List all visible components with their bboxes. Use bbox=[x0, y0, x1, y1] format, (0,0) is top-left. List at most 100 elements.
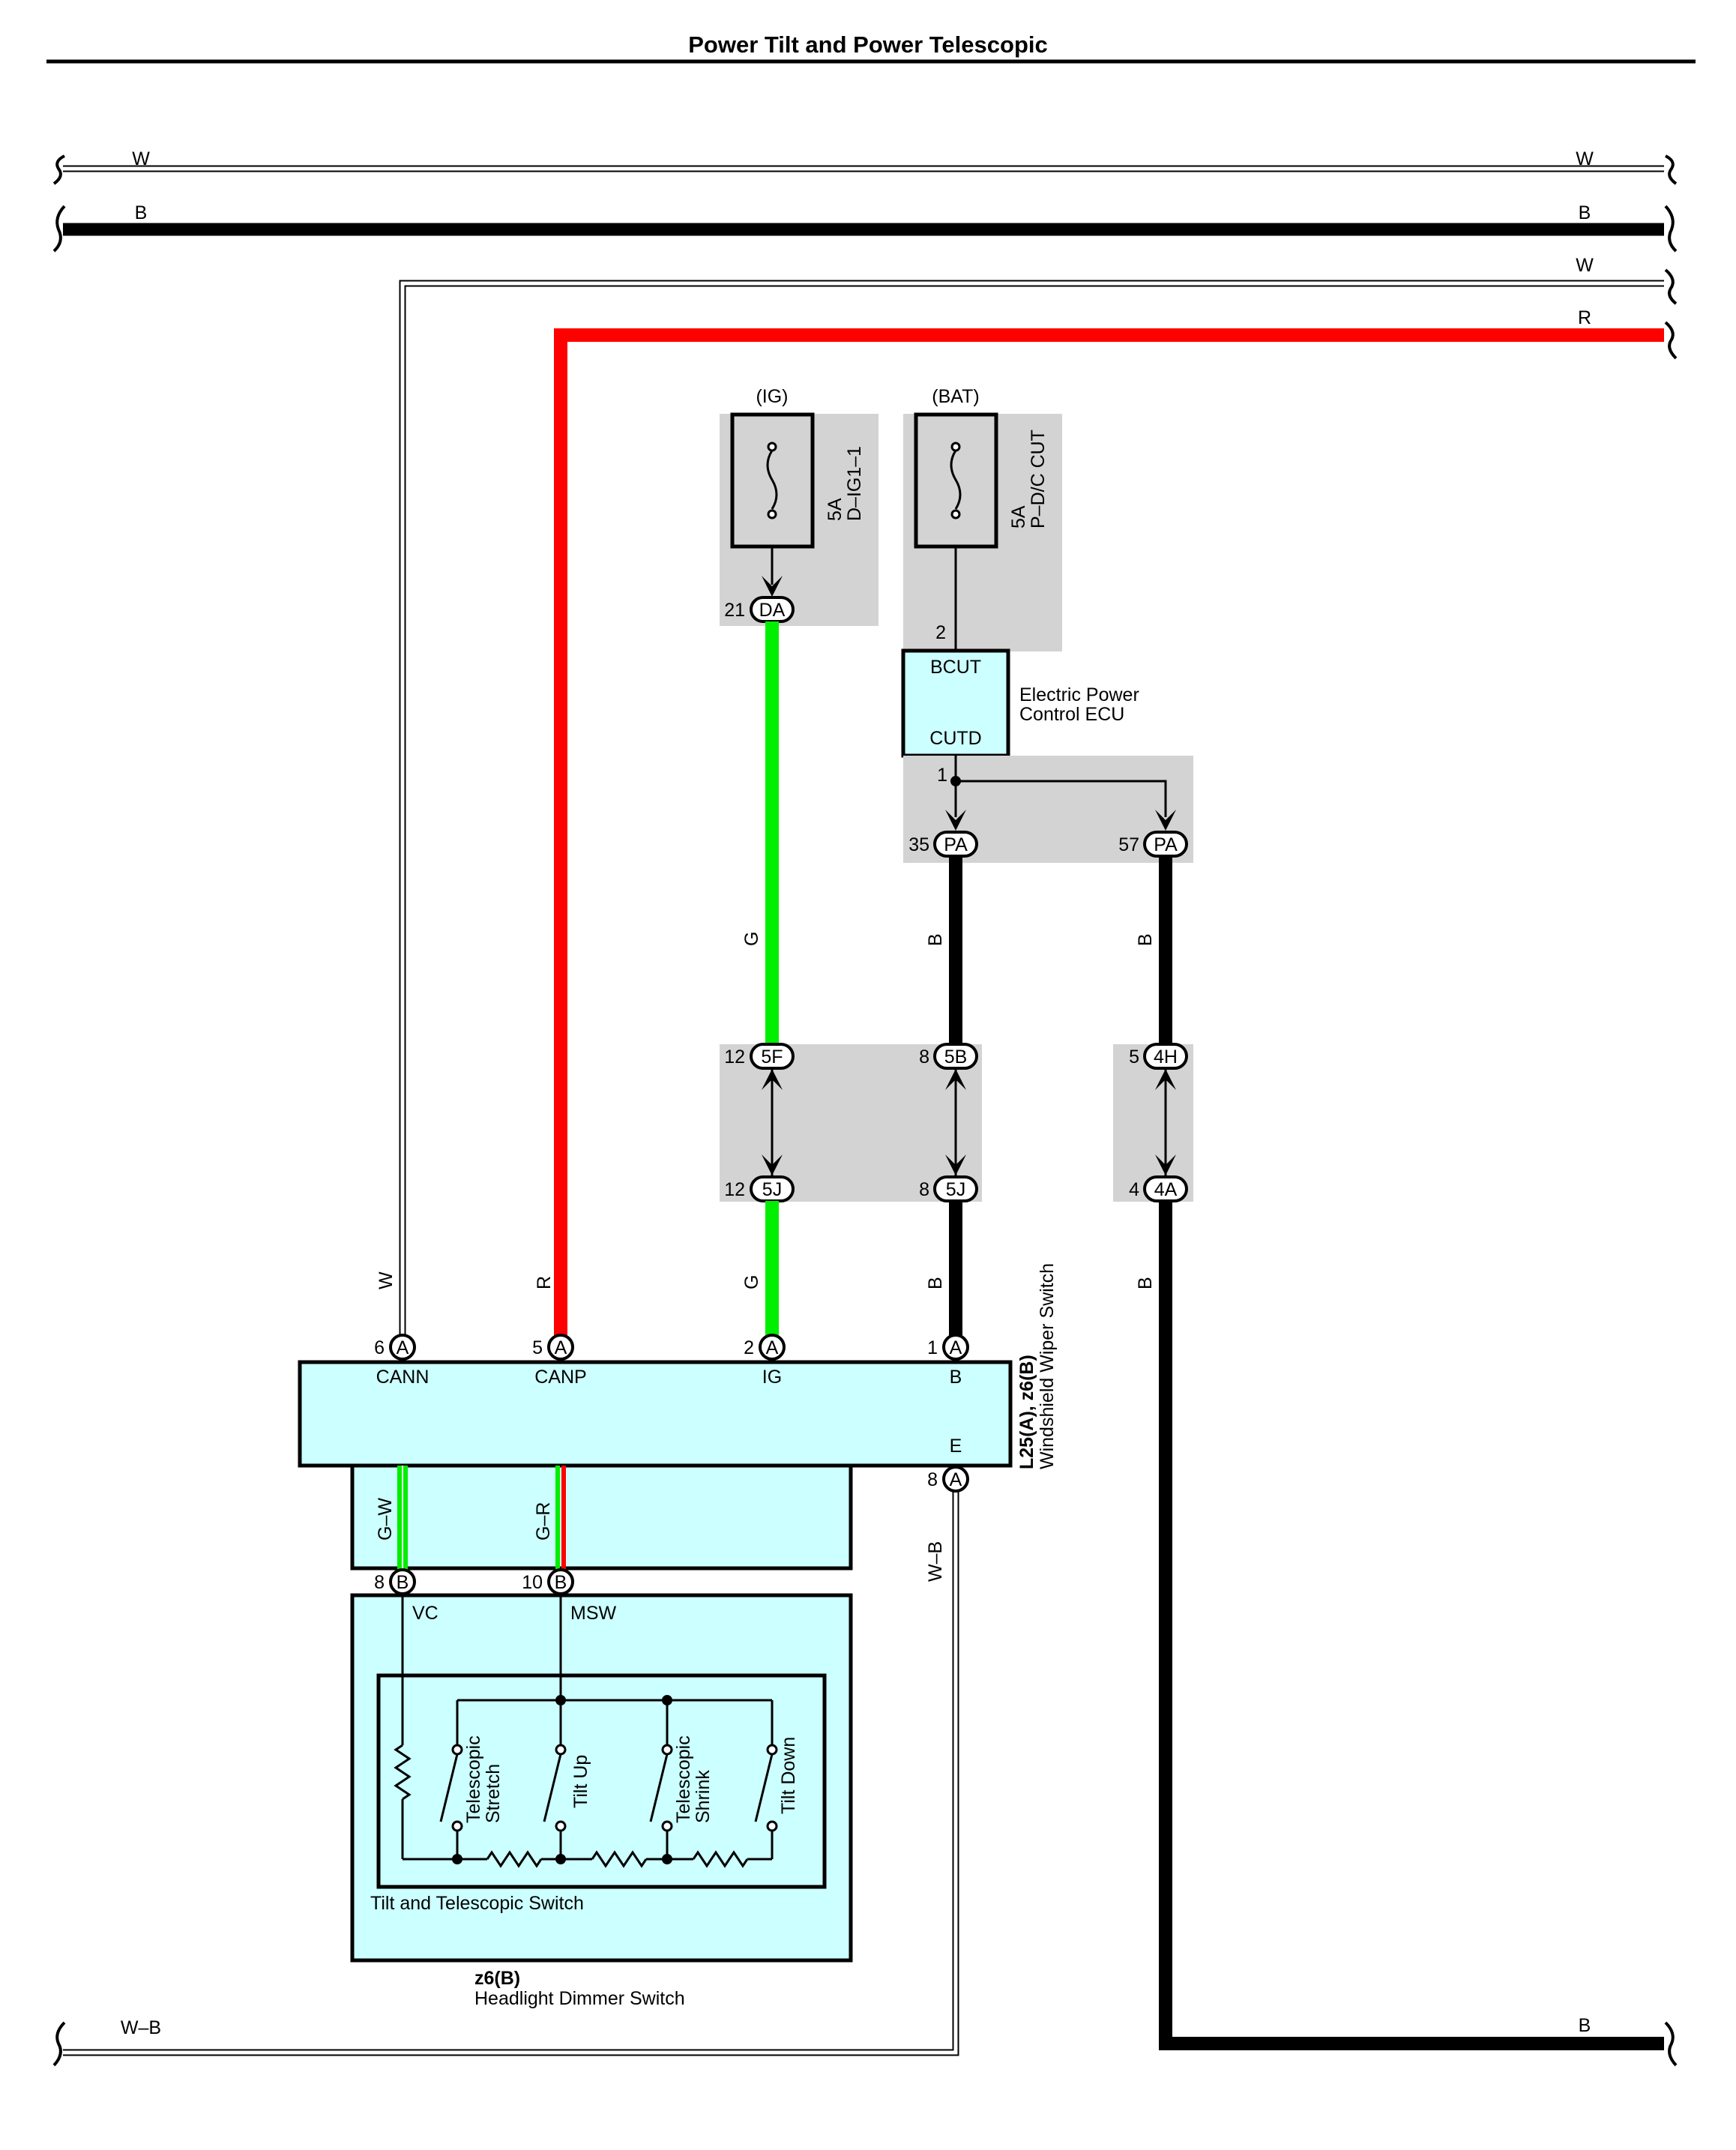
conn-4h-id: 4H bbox=[1154, 1047, 1178, 1068]
wiper-pin-e-name: E bbox=[950, 1436, 962, 1457]
break-marks-left bbox=[52, 154, 66, 2067]
svg-text:6: 6 bbox=[374, 1337, 385, 1358]
tilt-switch-nodes bbox=[451, 1695, 778, 1864]
pa-connector-2-pin: 57 bbox=[1118, 834, 1139, 855]
svg-text:VC: VC bbox=[412, 1603, 438, 1624]
conn-4h-arrow bbox=[1155, 1069, 1176, 1090]
switch-telescopic-stretch-line2: Stretch bbox=[483, 1764, 504, 1823]
pa-connector-2-id: PA bbox=[1154, 834, 1178, 855]
wire-w-cann bbox=[399, 280, 1664, 1346]
tilt-switch-box bbox=[376, 1673, 827, 1889]
da-arrow bbox=[762, 576, 783, 597]
svg-text:B: B bbox=[950, 1367, 962, 1388]
conn-5b-arrow bbox=[945, 1069, 966, 1090]
svg-text:MSW: MSW bbox=[570, 1603, 617, 1624]
dimmer-switch-name: Headlight Dimmer Switch bbox=[474, 1988, 685, 2009]
conn-4h bbox=[1143, 1043, 1188, 1070]
conn-5j-1-id: 5J bbox=[762, 1179, 782, 1200]
wiper-inner-box bbox=[350, 1463, 853, 1571]
pa1-arrow bbox=[945, 810, 966, 831]
dimmer-switch-box bbox=[350, 1593, 853, 1963]
bat-fuse-symbol bbox=[950, 442, 962, 649]
ecu-name-line1: Electric Power bbox=[1019, 684, 1139, 705]
conn-5f-id: 5F bbox=[761, 1047, 783, 1068]
conn-5j-1-pin: 12 bbox=[724, 1179, 745, 1200]
ig-fuse-box-bg bbox=[720, 414, 878, 626]
wire-g-w bbox=[397, 1466, 408, 1570]
wire-g-r-label: G–R bbox=[533, 1502, 554, 1541]
svg-text:1: 1 bbox=[927, 1337, 938, 1358]
ig-fuse-name: D–IG1–1 bbox=[844, 446, 865, 521]
svg-text:B: B bbox=[555, 1572, 567, 1593]
switch-telescopic-stretch-line1: Telescopic bbox=[463, 1735, 484, 1823]
svg-text:5: 5 bbox=[532, 1337, 543, 1358]
tilt-switch-circuit bbox=[394, 1594, 774, 1868]
da-pin: 21 bbox=[724, 600, 745, 621]
svg-text:IG: IG bbox=[762, 1367, 782, 1388]
r-right-label: R bbox=[1578, 307, 1591, 328]
switch-telescopic-shrink-line2: Shrink bbox=[693, 1770, 714, 1823]
conn-5j-2-pin: 8 bbox=[919, 1179, 929, 1200]
svg-text:A: A bbox=[950, 1337, 962, 1358]
wire-b-upper-1-label: B bbox=[925, 933, 946, 946]
ecu-pin-out: 1 bbox=[937, 765, 947, 786]
bus-w-b-left-label: W–B bbox=[121, 2017, 161, 2038]
conn-5j-2-id: 5J bbox=[946, 1179, 965, 1200]
wire-b-lower-2-label: B bbox=[1135, 1277, 1156, 1289]
wiper-pin-2: A 2 IG bbox=[744, 1334, 786, 1388]
conn-5j-1-arrow bbox=[762, 1154, 783, 1175]
wire-w-b bbox=[63, 1492, 959, 2056]
bus-w-left-label: W bbox=[132, 148, 150, 169]
wire-w-lower-label: W bbox=[376, 1271, 397, 1289]
conn-5b bbox=[933, 1043, 978, 1070]
ecu-split-dot bbox=[950, 776, 961, 786]
bat-fuse-rating: 5A bbox=[1008, 505, 1029, 529]
ecu-name-line2: Control ECU bbox=[1019, 704, 1124, 725]
conn-4a-id: 4A bbox=[1154, 1179, 1178, 1200]
wire-w-b-label: W–B bbox=[925, 1541, 946, 1582]
wiper-switch-box bbox=[298, 1360, 1013, 1468]
wire-b-lower-2 bbox=[1159, 1201, 1664, 2050]
bus-w-right-label: W bbox=[1576, 148, 1594, 169]
wire-r-lower-label: R bbox=[534, 1276, 555, 1289]
bus-b-left-label: B bbox=[135, 202, 148, 223]
conn-5f-arrow bbox=[762, 1069, 783, 1090]
svg-text:CANP: CANP bbox=[534, 1367, 586, 1388]
bat-fuse-name: P–D/C CUT bbox=[1028, 430, 1049, 529]
ig-fuse-source-label: (IG) bbox=[756, 386, 788, 407]
svg-text:10: 10 bbox=[522, 1572, 543, 1593]
wiper-switch-name: Windshield Wiper Switch bbox=[1037, 1263, 1058, 1469]
pa-connector-1-pin: 35 bbox=[908, 834, 929, 855]
conn-4h-pin: 5 bbox=[1129, 1047, 1139, 1068]
wiper-pin-1: A 1 B bbox=[927, 1334, 969, 1388]
svg-text:2: 2 bbox=[744, 1337, 754, 1358]
wiper-switch-code: L25(A), z6(B) bbox=[1016, 1355, 1037, 1469]
dimmer-pin-msw: B 10 MSW bbox=[522, 1568, 617, 1624]
wire-g-lower-label: G bbox=[741, 1275, 762, 1289]
conn-5f bbox=[750, 1043, 795, 1070]
conn-5j-2-arrow bbox=[945, 1154, 966, 1175]
break-marks-right bbox=[1664, 154, 1678, 2067]
wire-g-w-label: G–W bbox=[375, 1498, 396, 1541]
wiper-pin-5: A 5 CANP bbox=[532, 1334, 587, 1388]
wire-b-lower-1-label: B bbox=[925, 1277, 946, 1289]
switch-telescopic-shrink-line1: Telescopic bbox=[673, 1735, 694, 1823]
svg-text:B: B bbox=[397, 1572, 409, 1593]
switch-tilt-down: Tilt Down bbox=[778, 1737, 799, 1814]
wiper-pin-6: A 6 CANN bbox=[374, 1334, 430, 1388]
conn-5b-id: 5B bbox=[944, 1047, 968, 1068]
wire-r-canp bbox=[554, 328, 1664, 1346]
pa2-arrow bbox=[1155, 810, 1176, 831]
svg-text:A: A bbox=[555, 1337, 567, 1358]
w2-right-label: W bbox=[1576, 255, 1594, 276]
bus-b-right-label: B bbox=[1579, 202, 1591, 223]
ecu-box bbox=[901, 648, 1010, 758]
conn-5f-pin: 12 bbox=[724, 1047, 745, 1068]
bat-fuse-source-label: (BAT) bbox=[932, 386, 979, 407]
switch-tilt-up: Tilt Up bbox=[570, 1755, 591, 1808]
bat-pin: 2 bbox=[935, 622, 946, 643]
svg-text:A: A bbox=[950, 1469, 962, 1490]
svg-text:CANN: CANN bbox=[376, 1367, 430, 1388]
ig-fuse-symbol bbox=[766, 442, 778, 585]
